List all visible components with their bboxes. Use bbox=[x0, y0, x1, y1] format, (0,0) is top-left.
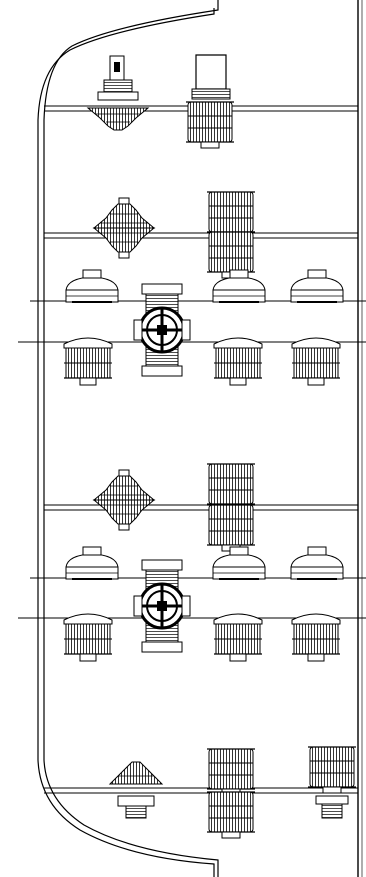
double-cone-distributor bbox=[93, 469, 155, 531]
cylindrical-strainer-with-box-fitting bbox=[185, 55, 235, 149]
dome-strainer bbox=[290, 269, 344, 303]
dome-strainer bbox=[212, 546, 266, 580]
cylindrical-strainer bbox=[63, 613, 113, 662]
dome-strainer bbox=[212, 269, 266, 303]
tray-plates bbox=[18, 106, 366, 793]
dome-strainer bbox=[290, 546, 344, 580]
cylindrical-strainer bbox=[63, 337, 113, 386]
cross-valve-assembly bbox=[132, 558, 192, 654]
dome-strainer bbox=[65, 546, 119, 580]
row-5 bbox=[63, 546, 344, 662]
nozzle-with-stem-fitting bbox=[87, 56, 149, 131]
bottom-row bbox=[110, 746, 357, 839]
stacked-cylindrical-strainer bbox=[206, 191, 256, 279]
vessel-shell bbox=[38, 0, 362, 877]
cylindrical-strainer bbox=[291, 337, 341, 386]
cylindrical-strainer bbox=[213, 337, 263, 386]
cone-nozzle-with-threaded-base bbox=[110, 762, 162, 818]
cylindrical-strainer bbox=[291, 613, 341, 662]
stacked-cylindrical-strainer bbox=[206, 463, 256, 552]
cylindrical-strainer-with-threaded-base bbox=[307, 746, 357, 818]
stacked-cylindrical-strainer bbox=[206, 748, 256, 839]
dome-strainer bbox=[65, 269, 119, 303]
row-4 bbox=[93, 463, 256, 552]
cross-valve-assembly bbox=[132, 282, 192, 378]
row-3 bbox=[63, 269, 344, 386]
double-cone-distributor bbox=[93, 197, 155, 259]
cylindrical-strainer bbox=[213, 613, 263, 662]
top-row bbox=[87, 55, 235, 149]
row-2 bbox=[93, 191, 256, 279]
